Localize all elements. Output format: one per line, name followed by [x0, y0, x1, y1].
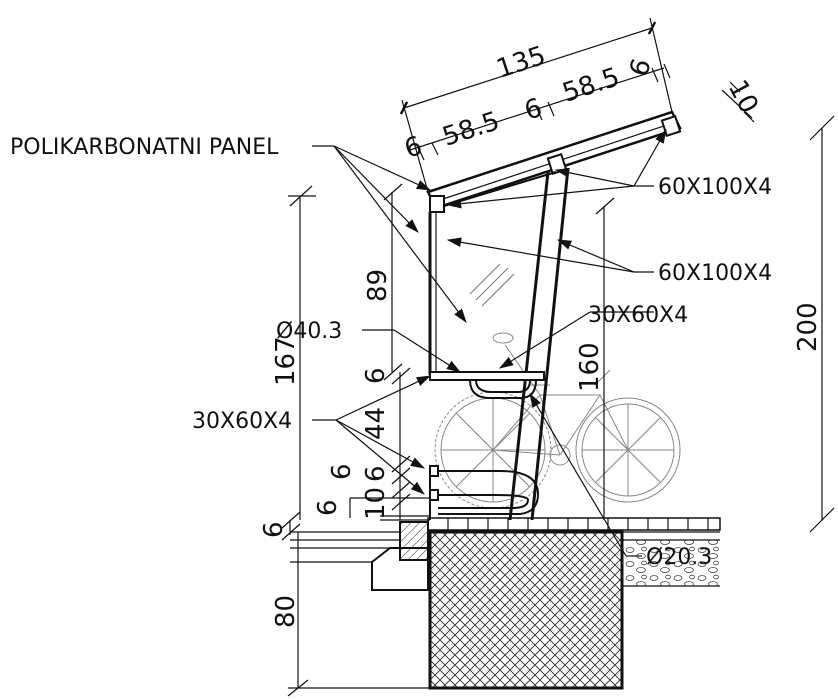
dim-rack-gap-c2: 6: [361, 465, 391, 482]
dim-roof-seg-a: 58.5: [439, 106, 503, 152]
bicycle-front-wheel: [575, 397, 681, 503]
label-column-profile: 60X100X4: [658, 261, 772, 286]
dim-roof-mid: 6: [521, 93, 546, 127]
label-rack-side-profile: 30X60X4: [192, 409, 292, 434]
dim-base-top: 6: [259, 521, 289, 538]
curb: [399, 521, 429, 561]
gravel-bed: [622, 540, 720, 586]
roof-beam-left: [429, 195, 445, 213]
column: [508, 167, 570, 521]
dim-roof-thickness: 10: [722, 75, 764, 118]
label-polycarbonate-panel: POLIKARBONATNI PANEL: [10, 135, 279, 160]
dim-column-upper: 89: [363, 269, 393, 302]
dim-wall-height: 167: [271, 336, 301, 386]
bicycle-outline: [434, 332, 681, 509]
label-rack-top-profile: 30X60X4: [588, 303, 688, 328]
curb-base: [371, 547, 429, 591]
label-pipe-rack: Ø40.3: [276, 319, 342, 344]
dim-column-lower: 160: [575, 342, 605, 392]
dim-total-height: 200: [793, 302, 823, 352]
concrete-footing: [428, 530, 624, 690]
dim-roof-seg-b: 58.5: [559, 62, 623, 108]
dim-rack-gap-d: 6: [313, 499, 343, 516]
foundation: [290, 517, 721, 690]
dim-foundation: 80: [271, 595, 301, 628]
dim-roof-total: 135: [493, 41, 549, 85]
rack-lower-bar-b: [429, 489, 439, 501]
dimension-lines: [281, 17, 835, 697]
dim-rack-gap-a: 6: [361, 367, 391, 384]
dim-rack-gap-b: 44: [361, 407, 391, 440]
label-pipe-base: Ø20.3: [646, 545, 712, 570]
dim-roof-end-right: 6: [624, 55, 658, 80]
label-roof-profile: 60X100X4: [658, 175, 772, 200]
dim-roof-end-left: 6: [401, 131, 426, 165]
dim-rack-gap-c: 6: [327, 463, 357, 480]
leader-lines: [312, 128, 667, 557]
rack-lower-bar-a: [429, 465, 439, 477]
dim-rack-gap-e: 10: [361, 487, 391, 520]
rack-top-bar: [429, 371, 545, 381]
shelter-structure: [426, 110, 682, 521]
